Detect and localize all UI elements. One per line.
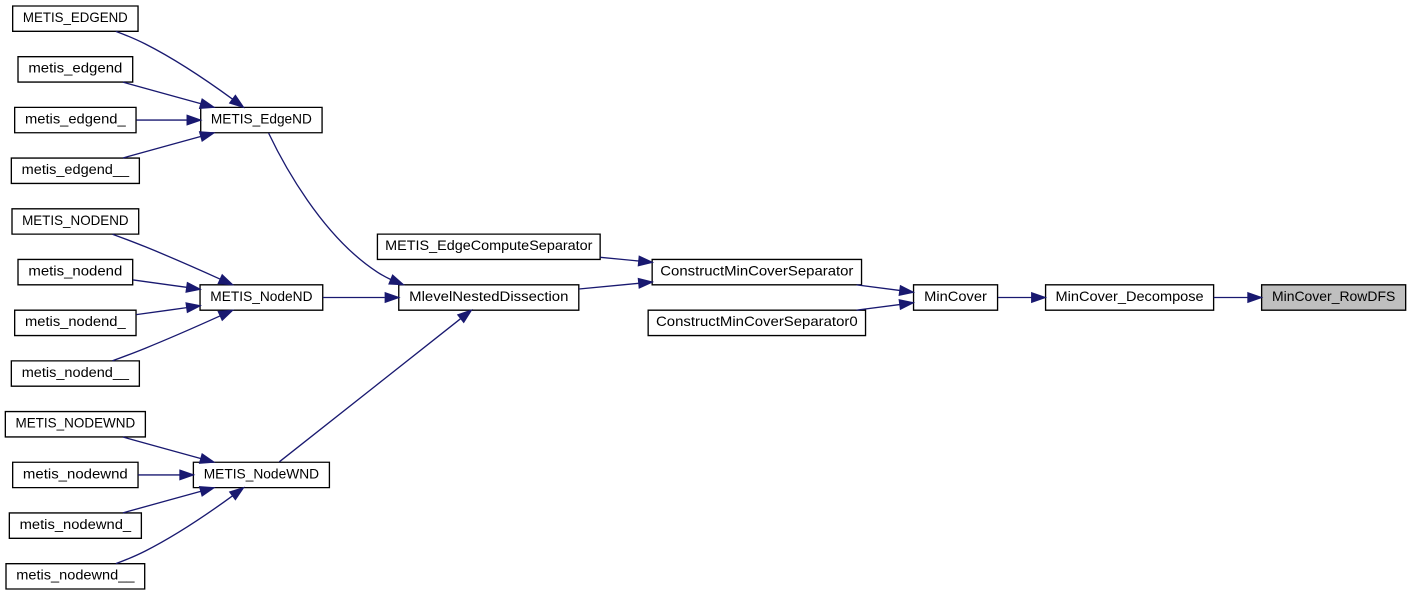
svg-text:METIS_NodeND: METIS_NodeND: [210, 288, 312, 304]
svg-text:METIS_EdgeND: METIS_EdgeND: [211, 110, 312, 126]
svg-text:MinCover: MinCover: [924, 288, 987, 304]
svg-text:ConstructMinCoverSeparator: ConstructMinCoverSeparator: [660, 262, 853, 278]
svg-text:metis_edgend_: metis_edgend_: [25, 110, 127, 126]
svg-text:metis_edgend: metis_edgend: [28, 60, 122, 76]
svg-text:MinCover_RowDFS: MinCover_RowDFS: [1272, 288, 1395, 304]
svg-text:metis_nodewnd_: metis_nodewnd_: [20, 516, 133, 532]
svg-text:metis_nodewnd__: metis_nodewnd__: [16, 567, 135, 583]
svg-text:MinCover_Decompose: MinCover_Decompose: [1056, 288, 1204, 304]
svg-text:metis_nodewnd: metis_nodewnd: [23, 465, 128, 481]
svg-text:metis_nodend__: metis_nodend__: [22, 364, 130, 380]
svg-text:MlevelNestedDissection: MlevelNestedDissection: [409, 288, 568, 304]
svg-text:metis_edgend__: metis_edgend__: [22, 161, 131, 177]
svg-text:metis_nodend_: metis_nodend_: [25, 313, 127, 329]
svg-text:METIS_EDGEND: METIS_EDGEND: [23, 9, 128, 25]
svg-text:METIS_NodeWND: METIS_NodeWND: [204, 465, 319, 481]
svg-text:ConstructMinCoverSeparator0: ConstructMinCoverSeparator0: [656, 313, 858, 329]
svg-text:METIS_NODEWND: METIS_NODEWND: [15, 415, 135, 431]
svg-text:METIS_NODEND: METIS_NODEND: [22, 212, 129, 228]
svg-text:metis_nodend: metis_nodend: [28, 262, 122, 278]
svg-text:METIS_EdgeComputeSeparator: METIS_EdgeComputeSeparator: [385, 237, 593, 253]
